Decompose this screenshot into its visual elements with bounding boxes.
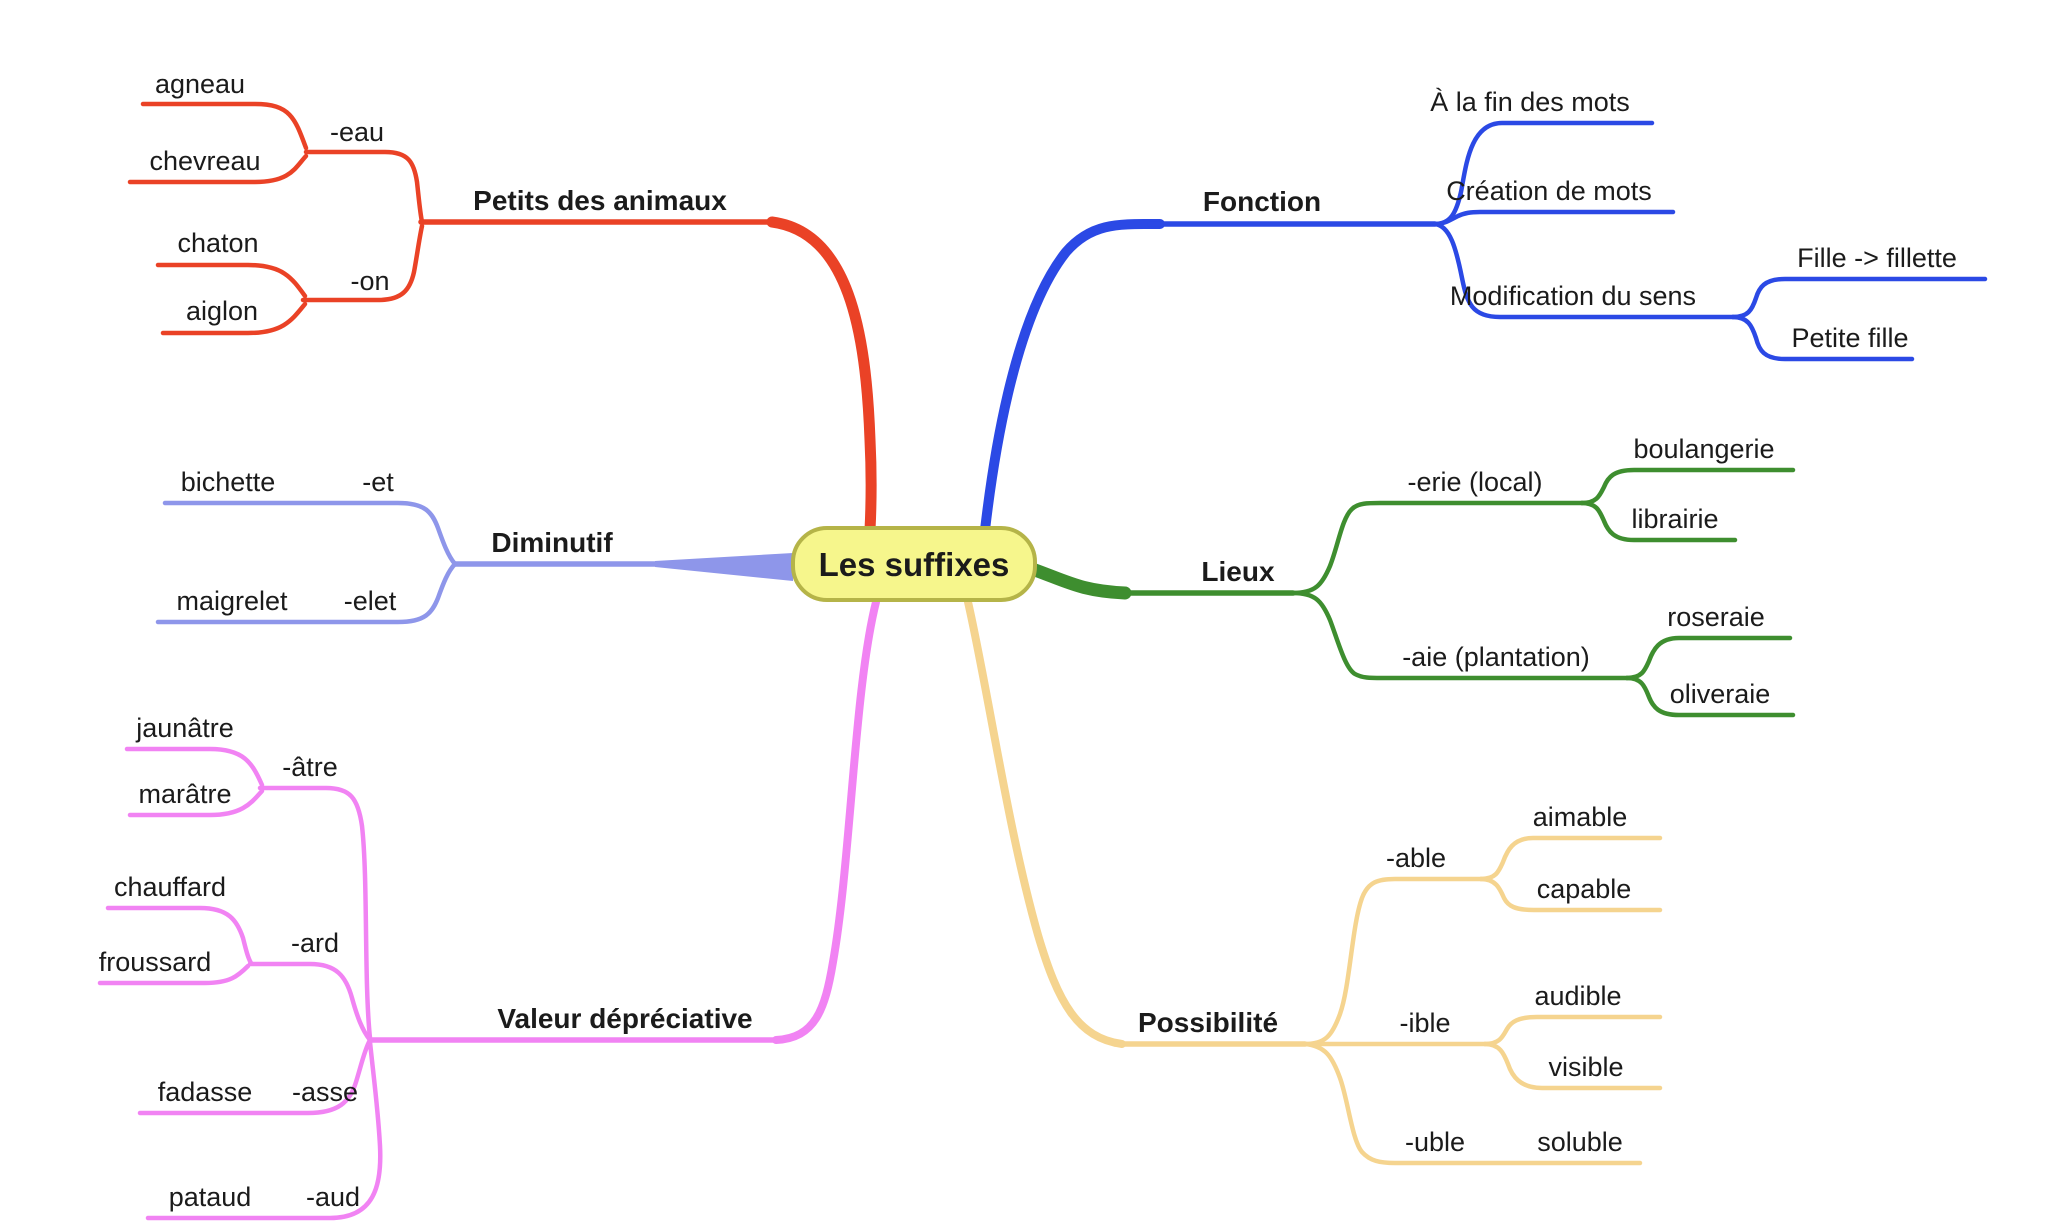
chaton-line [155,262,308,299]
aiglon-label[interactable]: aiglon [186,296,258,326]
oliveraie-line [1624,675,1796,718]
oliveraie-label[interactable]: oliveraie [1670,679,1771,709]
bichette-line [162,500,458,567]
suffix-ard-label[interactable]: -ard [291,928,339,958]
roseraie-label[interactable]: roseraie [1667,602,1765,632]
suffix-aud-label[interactable]: -aud [306,1182,360,1212]
suffix-atre-line [257,785,373,1041]
aimable-label[interactable]: aimable [1533,802,1628,832]
aiglon-line [160,301,308,336]
maigrelet-label[interactable]: maigrelet [176,586,288,616]
soluble-label[interactable]: soluble [1537,1127,1623,1157]
creation-line [1432,209,1676,227]
modification-label[interactable]: Modification du sens [1450,281,1696,311]
jaunatre-line [124,746,265,788]
capable-label[interactable]: capable [1537,874,1632,904]
visible-line [1482,1041,1663,1091]
librairie-line [1579,500,1738,543]
fin-des-mots-line [1432,120,1655,227]
branch-possibilite: Possibilité -able aimable capable -ible … [964,598,1663,1166]
branch-valeur-depreciative: Valeur dépréciative -âtre jaunâtre marât… [97,598,880,1221]
petite-fille-label[interactable]: Petite fille [1791,323,1908,353]
valeur-main-curve [772,598,880,1044]
branch-lieux-label[interactable]: Lieux [1201,556,1275,587]
audible-label[interactable]: audible [1534,981,1621,1011]
suffix-asse-line [137,1039,372,1116]
suffix-aie-label[interactable]: -aie (plantation) [1402,642,1590,672]
branch-petits-label[interactable]: Petits des animaux [473,185,727,216]
chauffard-label[interactable]: chauffard [114,872,226,902]
froussard-label[interactable]: froussard [99,947,212,977]
creation-label[interactable]: Création de mots [1446,176,1652,206]
petits-main-curve [766,216,877,536]
petite-fille-line [1730,314,1915,362]
jaunatre-label[interactable]: jaunâtre [135,713,234,743]
maratre-line [127,788,265,818]
suffix-uble-label[interactable]: -uble [1405,1127,1465,1157]
suffix-uble-line [1302,1041,1643,1166]
suffix-able-label[interactable]: -able [1386,843,1446,873]
suffix-aie-line [1290,590,1630,681]
agneau-line [140,101,309,151]
branch-valeur-label[interactable]: Valeur dépréciative [497,1003,752,1034]
modification-line [1432,221,1736,320]
maratre-label[interactable]: marâtre [138,779,231,809]
visible-label[interactable]: visible [1548,1052,1623,1082]
possibilite-main-curve [964,598,1126,1048]
boulangerie-label[interactable]: boulangerie [1633,434,1774,464]
fille-fillette-label[interactable]: Fille -> fillette [1797,243,1957,273]
branch-diminutif-label[interactable]: Diminutif [491,527,613,558]
aimable-line [1478,835,1663,882]
agneau-label[interactable]: agneau [155,69,245,99]
pataud-label[interactable]: pataud [169,1182,252,1212]
suffix-aud-line [145,1039,383,1221]
branch-lieux: Lieux -erie (local) boulangerie librairi… [1028,434,1796,718]
diminutif-taper-wedge [655,553,793,581]
froussard-line [97,963,251,986]
suffix-eau-line [303,149,425,225]
audible-line [1482,1014,1663,1047]
chauffard-line [105,905,254,966]
fadasse-label[interactable]: fadasse [158,1077,253,1107]
chevreau-label[interactable]: chevreau [149,146,260,176]
suffix-on-label[interactable]: -on [350,266,389,296]
branch-petits-des-animaux: Petits des animaux -eau agneau chevreau … [127,69,877,536]
branch-fonction: Fonction À la fin des mots Création de m… [980,87,1988,535]
fin-des-mots-label[interactable]: À la fin des mots [1430,87,1630,117]
boulangerie-line [1579,467,1796,506]
suffix-able-line [1302,876,1484,1047]
suffix-ard-line [247,961,373,1043]
capable-line [1478,876,1663,913]
lieux-main-curve [1028,563,1132,600]
suffix-atre-label[interactable]: -âtre [282,752,338,782]
librairie-label[interactable]: librairie [1631,504,1718,534]
suffix-erie-line [1290,500,1585,596]
root-node[interactable]: Les suffixes [791,526,1037,602]
suffix-eau-label[interactable]: -eau [330,117,384,147]
chaton-label[interactable]: chaton [177,228,258,258]
bichette-label[interactable]: bichette [181,467,276,497]
branch-diminutif: Diminutif -et bichette -elet maigrelet [155,467,793,625]
maigrelet-line [155,561,458,625]
root-node-box[interactable] [791,526,1037,602]
suffix-elet-label[interactable]: -elet [344,586,397,616]
fonction-main-curve [980,218,1165,535]
fille-fillette-line [1730,276,1988,320]
suffix-et-label[interactable]: -et [362,467,394,497]
branch-fonction-label[interactable]: Fonction [1203,186,1321,217]
suffix-asse-label[interactable]: -asse [292,1077,358,1107]
branch-possibilite-label[interactable]: Possibilité [1138,1007,1278,1038]
chevreau-line [127,153,309,185]
suffix-erie-label[interactable]: -erie (local) [1407,467,1542,497]
suffix-on-line [300,223,425,303]
root-node-label[interactable]: Les suffixes [819,546,1010,583]
roseraie-line [1624,635,1793,681]
suffix-ible-label[interactable]: -ible [1399,1008,1450,1038]
